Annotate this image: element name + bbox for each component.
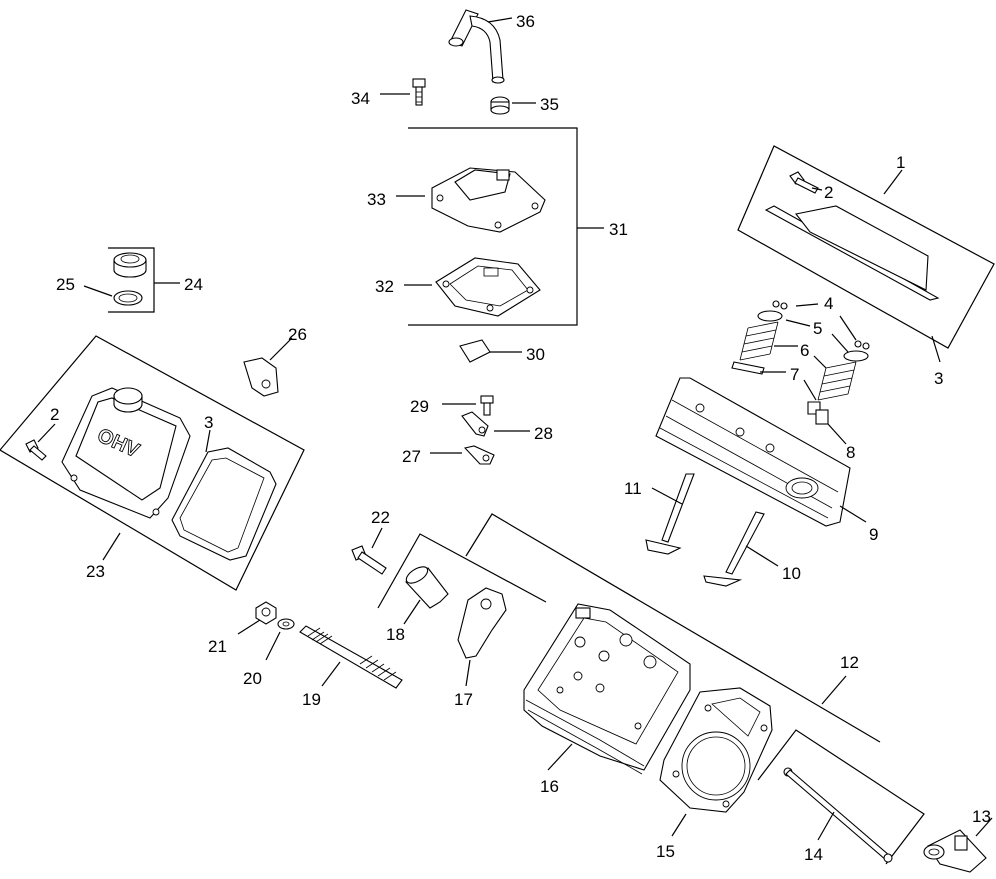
valve-10-part <box>703 511 765 587</box>
head-gasket-15-part <box>659 687 773 813</box>
cover-gasket-3-part <box>171 447 277 561</box>
callout-28: 28 <box>534 424 553 443</box>
valve-spring-6-part <box>739 321 857 401</box>
callout-20: 20 <box>243 669 262 688</box>
callout-5: 5 <box>813 319 822 338</box>
callout-3a: 3 <box>204 413 213 432</box>
callout-12: 12 <box>840 653 859 672</box>
valve-cover-23-part: OHV <box>61 387 191 519</box>
callout-25: 25 <box>56 275 75 294</box>
head-casting-9-part <box>655 377 851 527</box>
reed-30-part <box>459 339 491 363</box>
callout-36: 36 <box>516 12 535 31</box>
cover-screw-2-part <box>25 439 47 461</box>
callout-6: 6 <box>800 341 809 360</box>
stud-19-part <box>299 625 403 689</box>
callout-32: 32 <box>375 277 394 296</box>
breather-gasket-32-part <box>435 257 541 317</box>
grommet-35-part <box>490 96 510 115</box>
callout-4: 4 <box>824 294 833 313</box>
callout-11: 11 <box>624 479 642 498</box>
callout-2a: 2 <box>50 405 59 424</box>
callout-17: 17 <box>454 690 473 709</box>
callout-21: 21 <box>208 637 227 656</box>
callout-30: 30 <box>526 345 545 364</box>
screw-29-part <box>480 395 494 416</box>
push-rod-14-part <box>783 767 893 863</box>
callout-9: 9 <box>869 525 878 544</box>
bracket-26-part <box>243 357 279 397</box>
callout-8: 8 <box>846 443 855 462</box>
rocker-cover-1-part <box>764 205 940 301</box>
callout-14: 14 <box>804 845 823 864</box>
o-ring-25-part <box>113 290 143 306</box>
callout-3b: 3 <box>934 369 943 388</box>
callout-27: 27 <box>402 447 421 466</box>
callout-13: 13 <box>972 807 991 826</box>
nut-21-part <box>255 601 277 625</box>
callout-24: 24 <box>184 275 203 294</box>
callout-7: 7 <box>790 365 799 384</box>
rocker-arm-17-part <box>457 587 507 659</box>
callout-16: 16 <box>540 777 559 796</box>
breather-cover-33-part <box>431 167 546 233</box>
breather-tube-part <box>448 9 505 84</box>
spring-retainer-5-part <box>757 310 869 362</box>
lifter-18-part <box>405 566 449 609</box>
screw-2-part <box>789 171 819 194</box>
callout-2b: 2 <box>824 183 833 202</box>
callout-26: 26 <box>288 325 307 344</box>
callout-22: 22 <box>371 508 390 527</box>
valve-keeper-4-part <box>772 300 870 350</box>
reed-stop-27-part <box>463 445 495 465</box>
callout-15: 15 <box>656 842 675 861</box>
callout-33: 33 <box>367 190 386 209</box>
callout-34: 34 <box>351 89 370 108</box>
washer-20-part <box>277 618 295 630</box>
callout-19: 19 <box>302 690 321 709</box>
bolt-22-part <box>351 545 387 575</box>
valve-11-part <box>645 473 695 555</box>
callout-35: 35 <box>540 95 559 114</box>
callout-10: 10 <box>782 564 801 583</box>
callout-18: 18 <box>386 625 405 644</box>
callout-29: 29 <box>410 397 429 416</box>
valve-seal-7-part <box>731 361 821 415</box>
callout-31: 31 <box>609 220 628 239</box>
callout-1: 1 <box>896 153 905 172</box>
screw-34-part <box>412 78 426 106</box>
callout-23: 23 <box>86 562 105 581</box>
cylinder-head-16-part <box>523 603 691 775</box>
oil-fill-cap-24-part <box>113 252 147 278</box>
tappet-13-part <box>923 829 987 873</box>
valve-cap-8-part <box>815 409 829 425</box>
retainer-28-part <box>461 411 489 437</box>
